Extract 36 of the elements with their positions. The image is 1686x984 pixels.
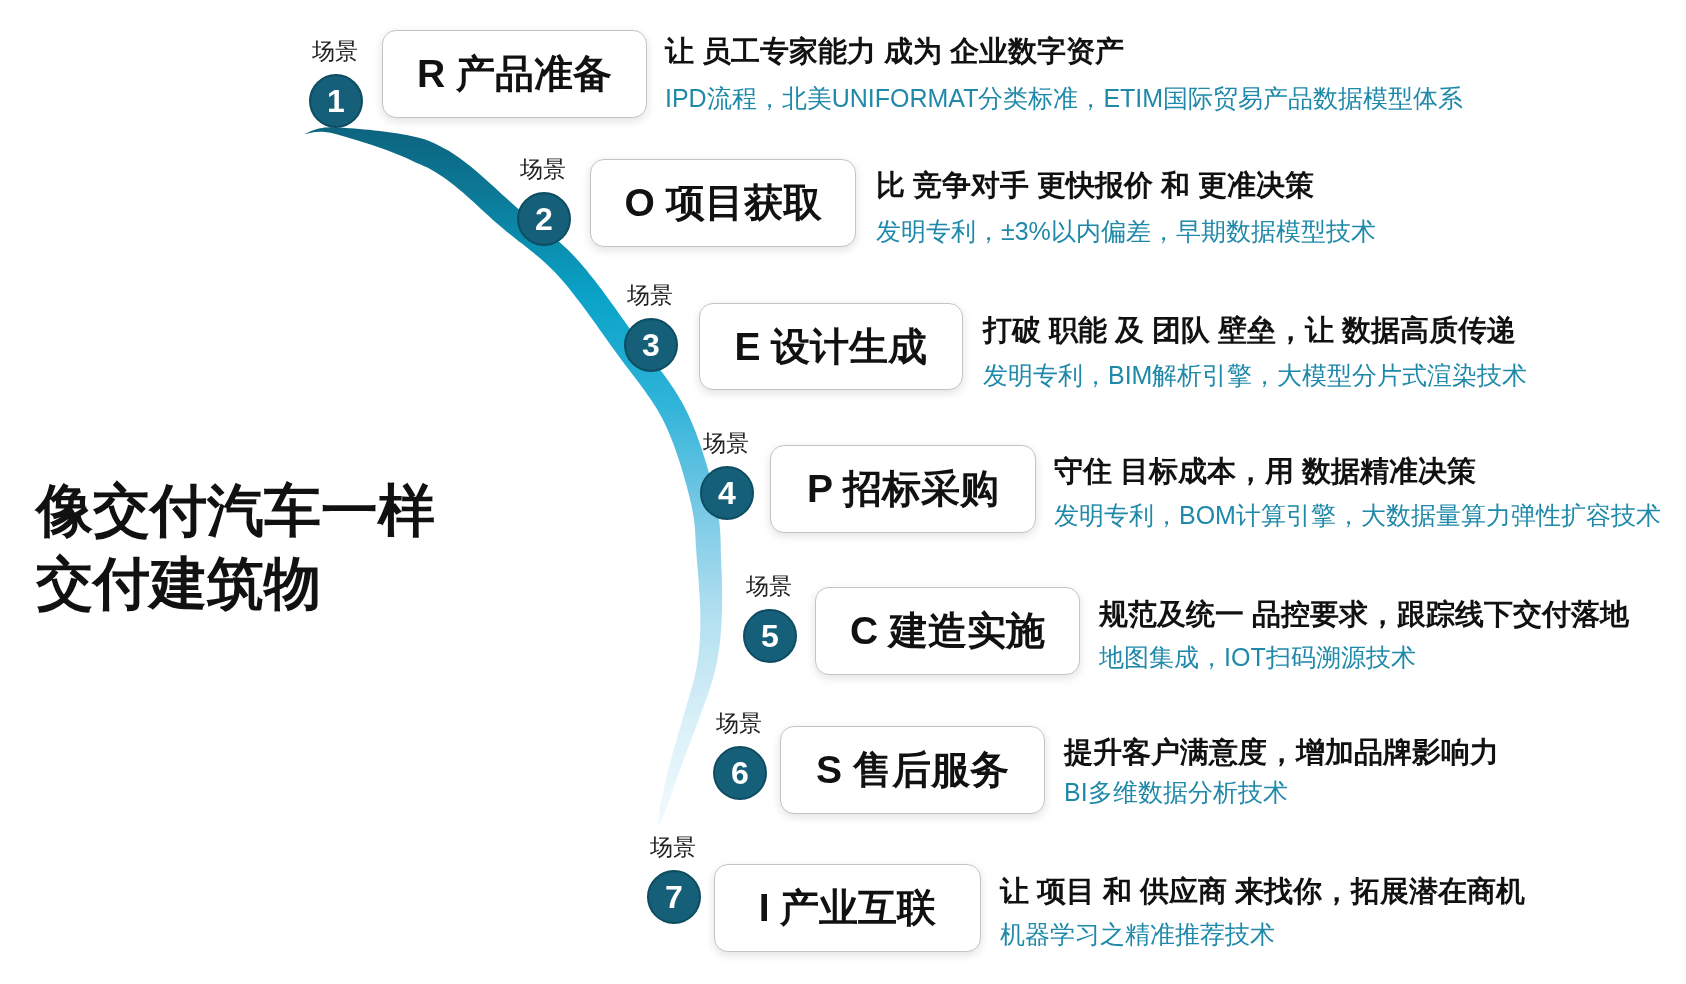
stage-box: S 售后服务 [780, 726, 1045, 814]
description: 机器学习之精准推荐技术 [1000, 919, 1275, 950]
number-circle: 1 [309, 74, 363, 128]
description: BI多维数据分析技术 [1064, 777, 1288, 808]
heading: 让 项目 和 供应商 来找你，拓展潜在商机 [1000, 874, 1526, 909]
scene-label: 场景 [312, 37, 358, 66]
number-circle: 4 [700, 466, 754, 520]
heading: 规范及统一 品控要求，跟踪线下交付落地 [1099, 597, 1630, 632]
number-circle: 7 [647, 870, 701, 924]
title: 像交付汽车一样交付建筑物 [36, 477, 436, 617]
heading: 打破 职能 及 团队 壁垒，让 数据高质传递 [983, 312, 1517, 348]
heading: 让 员工专家能力 成为 企业数字资产 [665, 34, 1125, 69]
description: 发明专利，BIM解析引擎，大模型分片式渲染技术 [983, 359, 1528, 391]
scene-label: 场景 [650, 833, 696, 862]
scene-label: 场景 [716, 709, 762, 738]
number-circle: 6 [713, 746, 767, 800]
stage-box: I 产业互联 [714, 864, 981, 952]
number-circle: 3 [624, 318, 678, 372]
heading: 守住 目标成本，用 数据精准决策 [1054, 454, 1477, 489]
description: IPD流程，北美UNIFORMAT分类标准，ETIM国际贸易产品数据模型体系 [665, 83, 1464, 114]
number-circle: 2 [517, 192, 571, 246]
stage-box: R 产品准备 [382, 30, 647, 118]
scene-label: 场景 [520, 155, 566, 184]
scene-label: 场景 [627, 281, 673, 310]
scene-label: 场景 [703, 429, 749, 458]
stage-box: E 设计生成 [699, 303, 963, 390]
stage-box: O 项目获取 [590, 159, 856, 247]
number-circle: 5 [743, 609, 797, 663]
description: 发明专利，±3%以内偏差，早期数据模型技术 [876, 216, 1376, 247]
heading: 提升客户满意度，增加品牌影响力 [1064, 735, 1499, 770]
stage-box: P 招标采购 [770, 445, 1036, 533]
stage-box: C 建造实施 [815, 587, 1080, 675]
heading: 比 竞争对手 更快报价 和 更准决策 [876, 168, 1315, 203]
scene-label: 场景 [746, 572, 792, 601]
description: 地图集成，IOT扫码溯源技术 [1099, 642, 1416, 673]
description: 发明专利，BOM计算引擎，大数据量算力弹性扩容技术 [1054, 500, 1661, 531]
